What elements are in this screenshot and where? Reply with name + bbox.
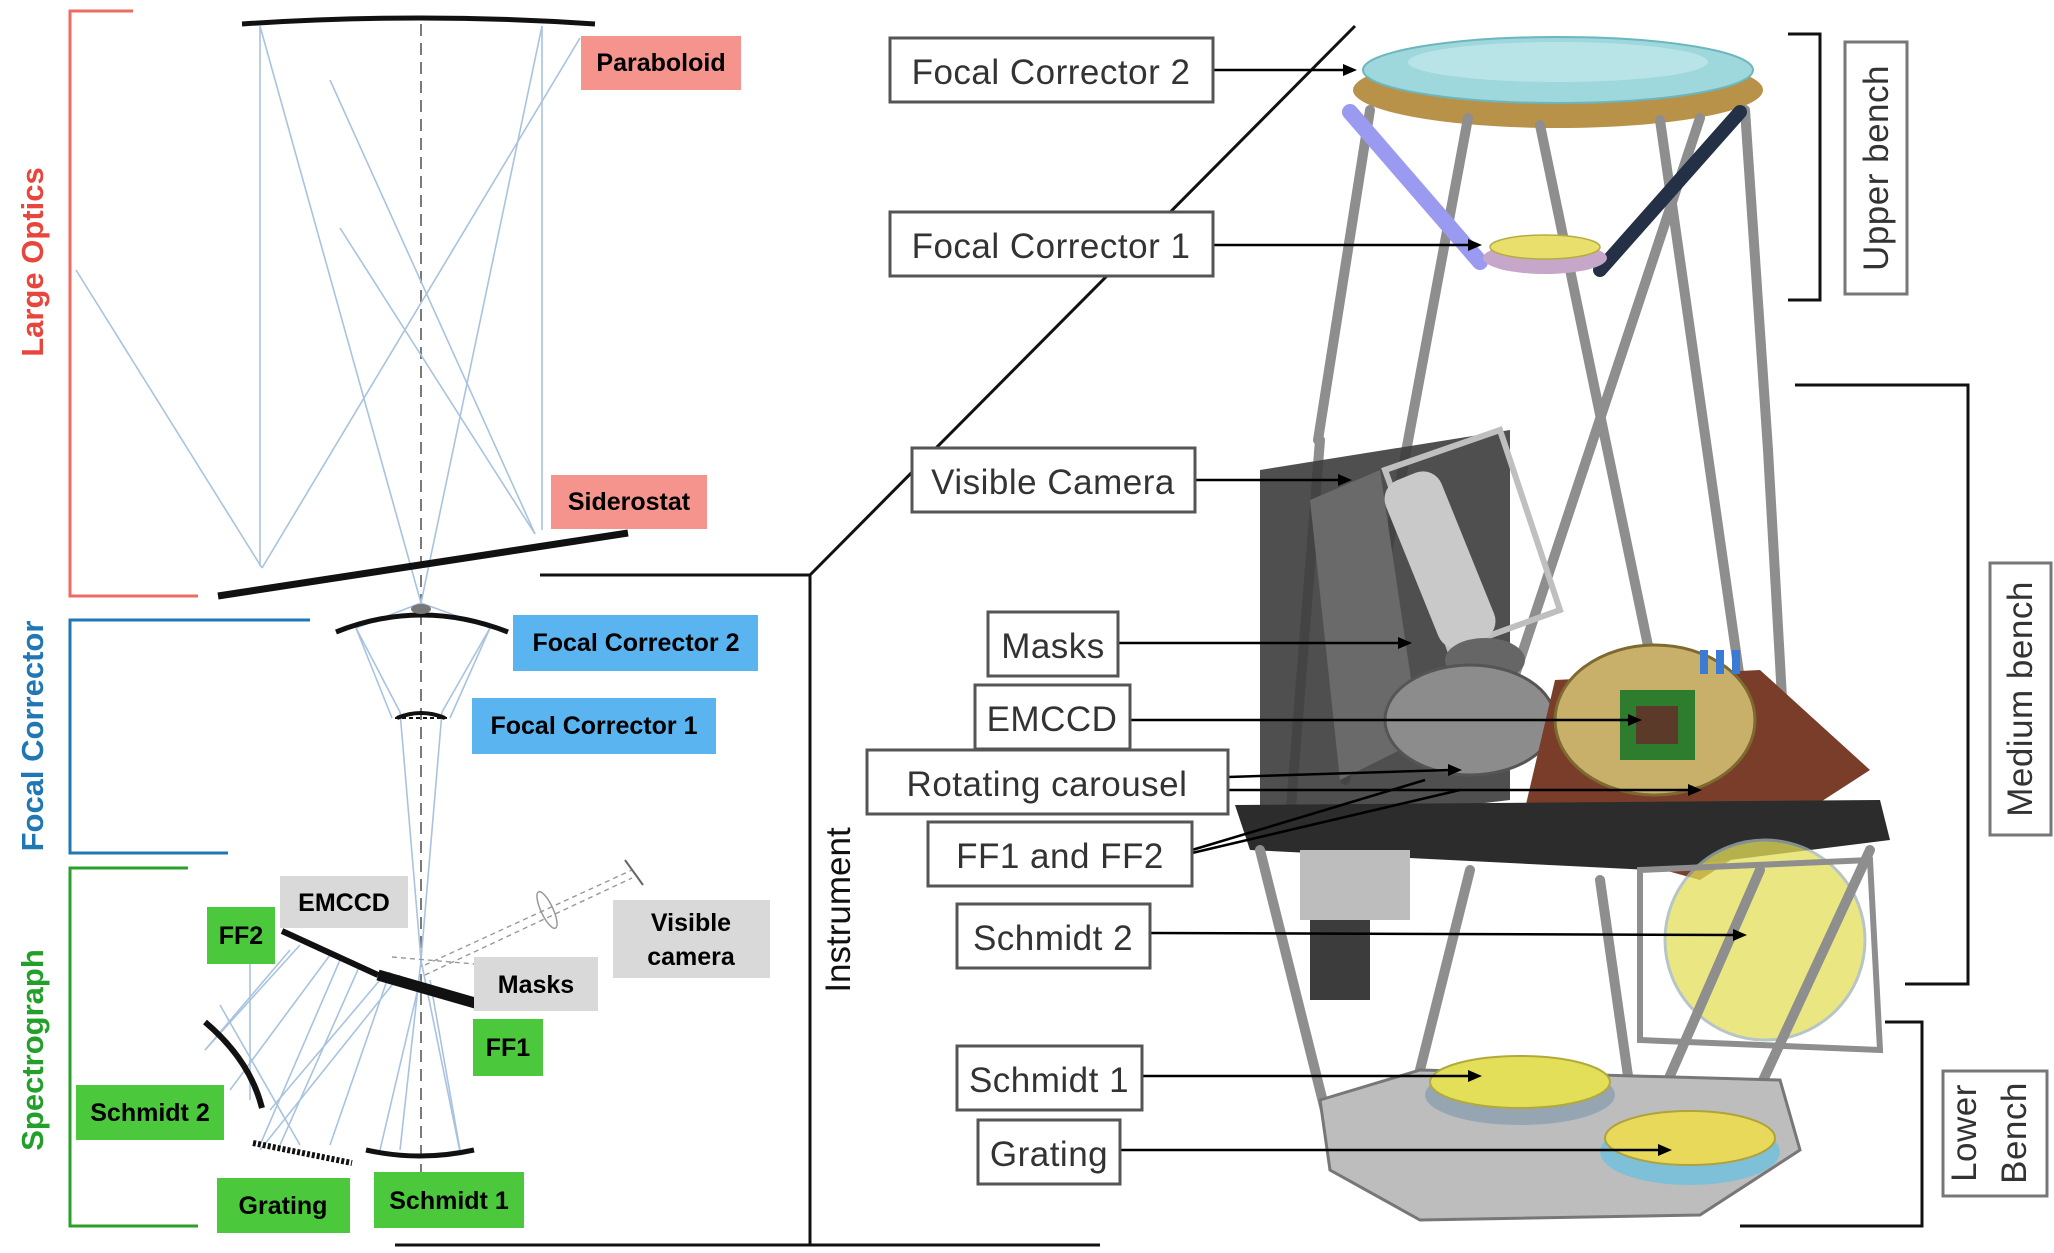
schmidt-2-label: Schmidt 2 xyxy=(90,1099,209,1127)
ff2-label: FF2 xyxy=(219,922,263,950)
grating-3d xyxy=(1604,1110,1776,1166)
optics-labels: Paraboloid Siderostat Focal Corrector 2 … xyxy=(76,36,770,1233)
ff1-label: FF1 xyxy=(486,1034,531,1062)
instrument-illustration xyxy=(1235,36,1890,1222)
emccd-sensor xyxy=(1636,706,1678,744)
focal-corrector-1-lens-3d xyxy=(1489,234,1601,260)
optical-ray-diagram xyxy=(75,15,644,1200)
large-optics-rays xyxy=(75,25,581,604)
callout-schmidt-2: Schmidt 2 xyxy=(973,919,1133,958)
section-titles: Large Optics Focal Corrector Spectrograp… xyxy=(15,167,50,1151)
focal-corrector-title: Focal Corrector xyxy=(15,621,50,852)
callouts: Focal Corrector 2 Focal Corrector 1 Visi… xyxy=(865,36,1747,1186)
ff1-element xyxy=(376,969,484,1011)
grating-label: Grating xyxy=(239,1192,328,1220)
visible-camera-lens xyxy=(536,890,558,930)
focal-corrector-bracket xyxy=(68,618,310,855)
section-brackets xyxy=(68,9,310,1228)
schmidt-1-mirror xyxy=(365,1147,475,1159)
callout-rotating-carousel: Rotating carousel xyxy=(907,765,1188,804)
large-optics-title: Large Optics xyxy=(15,167,50,357)
callout-masks: Masks xyxy=(1001,627,1105,666)
upper-bench-label: Upper bench xyxy=(1857,65,1896,271)
focal-corrector-2-mirror xyxy=(335,612,509,635)
emccd-label: EMCCD xyxy=(298,889,390,917)
callout-focal-corrector-1: Focal Corrector 1 xyxy=(912,227,1191,266)
lower-bench-label-line1: Lower xyxy=(1945,1084,1984,1182)
callout-arrows xyxy=(1118,68,1736,1152)
emccd-ff2-element xyxy=(280,928,380,978)
callout-arrowheads xyxy=(1338,64,1747,1156)
lower-bench-label-line2: Bench xyxy=(1995,1082,2034,1184)
callout-schmidt-1: Schmidt 1 xyxy=(969,1061,1129,1100)
siderostat-mirror xyxy=(217,529,629,600)
visible-camera-label-line1: Visible xyxy=(651,909,731,937)
schmidt-2-mirror xyxy=(203,1019,265,1109)
bench-brackets xyxy=(1740,32,1970,1228)
callout-grating: Grating xyxy=(990,1135,1108,1174)
focal-corrector-1-lens xyxy=(396,711,446,720)
grating-element xyxy=(252,1140,353,1166)
callout-emccd: EMCCD xyxy=(987,700,1118,739)
schmidt-1-mirror-3d xyxy=(1429,1055,1611,1109)
instrument-links xyxy=(395,24,1357,1247)
large-optics-bracket xyxy=(68,9,198,598)
callout-ff1-ff2: FF1 and FF2 xyxy=(956,837,1164,876)
siderostat-label: Siderostat xyxy=(568,488,691,516)
schmidt-1-label: Schmidt 1 xyxy=(389,1187,509,1215)
spectrograph-bracket xyxy=(68,866,198,1228)
visible-camera-rays xyxy=(391,869,633,976)
medium-bench-label: Medium bench xyxy=(2001,581,2040,817)
callout-focal-corrector-2: Focal Corrector 2 xyxy=(912,53,1191,92)
paraboloid-mirror xyxy=(241,15,596,27)
schmidt-2-mirror-3d xyxy=(1663,838,1867,1042)
paraboloid-label: Paraboloid xyxy=(596,49,725,77)
spectrograph-title: Spectrograph xyxy=(15,949,50,1151)
focal-corrector-2-center xyxy=(411,604,431,614)
visible-camera-sensor xyxy=(624,859,644,886)
focal-corrector-1-label: Focal Corrector 1 xyxy=(490,712,697,740)
focal-corrector-2-label: Focal Corrector 2 xyxy=(532,629,739,657)
callout-visible-camera: Visible Camera xyxy=(931,463,1175,502)
visible-camera-label-line2: camera xyxy=(647,943,736,971)
instrument-label: Instrument xyxy=(819,827,858,993)
masks-label: Masks xyxy=(498,971,574,999)
